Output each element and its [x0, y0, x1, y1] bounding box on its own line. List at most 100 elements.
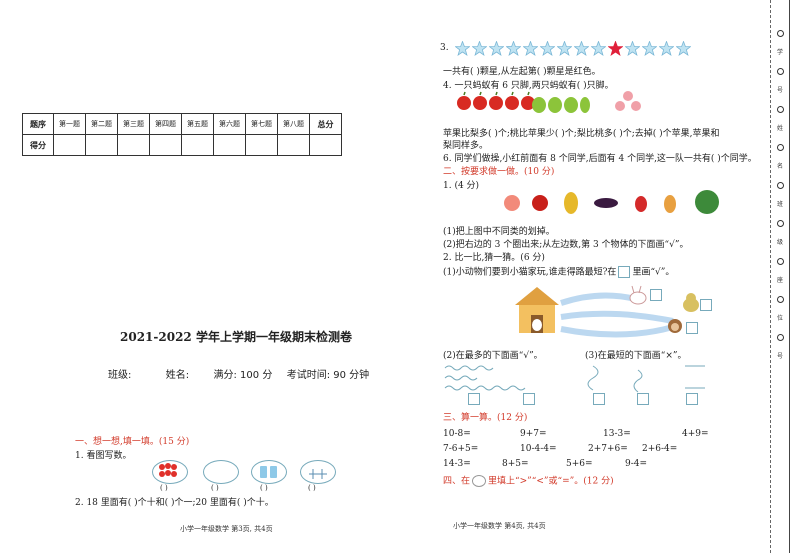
- binding-hole-icon: [776, 30, 784, 37]
- answer-box[interactable]: [637, 393, 649, 405]
- section1-heading: 一、想一想,填一填。(15 分): [75, 436, 189, 448]
- star-icon: [591, 41, 606, 56]
- score-cell-header: 第三题: [117, 113, 150, 135]
- binding-label: 号: [776, 87, 783, 94]
- exam-title: 2021-2022 学年上学期一年级期末检测卷: [120, 330, 352, 344]
- oval-empty: [203, 460, 239, 484]
- answer-box[interactable]: [618, 266, 631, 278]
- calc-2-3: 2+7+6=: [588, 444, 628, 454]
- binding-label: 座: [776, 277, 783, 284]
- score-cell[interactable]: [277, 134, 310, 156]
- s2-q2-c: (3)在最短的下面画“×”。: [585, 351, 687, 361]
- oval-apples: [152, 460, 188, 484]
- score-cell[interactable]: [149, 134, 182, 156]
- footer-left: 小学一年级数学 第3页, 共4页: [180, 525, 273, 533]
- star-icon: [455, 41, 470, 56]
- section3-heading-text: 三、算一算。: [443, 413, 498, 423]
- star-icon: [506, 41, 521, 56]
- section1-heading-text: 一、想一想,填一填。: [75, 437, 159, 447]
- q3-text: 一共有( )颗星,从左起第( )颗星是红色。: [443, 67, 601, 77]
- blank-3[interactable]: ( ): [260, 484, 268, 492]
- name-label: 姓名:: [165, 370, 190, 381]
- star-icon: [659, 41, 674, 56]
- score-row-label: 得分: [22, 134, 54, 156]
- score-cell-header: 第七题: [245, 113, 278, 135]
- s2-q1: 1. (4 分): [443, 181, 480, 191]
- score-cell-header: 第六题: [213, 113, 246, 135]
- q3-label: 3.: [440, 43, 449, 53]
- star-icon: [574, 41, 589, 56]
- section3-points: (12 分): [497, 413, 528, 423]
- calc-3-2: 8+5=: [502, 459, 529, 469]
- q4-text: 4. 一只蚂蚁有 6 只脚,两只蚂蚁有( )只脚。: [443, 81, 614, 91]
- compare-drawings: [443, 362, 713, 410]
- score-cell[interactable]: [53, 134, 86, 156]
- calc-1-1: 10-8=: [443, 429, 471, 439]
- score-table: 题序 第一题 第二题 第三题 第四题 第五题 第六题 第七题 第八题 总分 得分: [22, 113, 342, 156]
- binding-hole-icon: [776, 220, 784, 227]
- score-table-header-row: 题序 第一题 第二题 第三题 第四题 第五题 第六题 第七题 第八题 总分: [22, 113, 342, 135]
- score-cell[interactable]: [85, 134, 118, 156]
- binding-label: 级: [776, 239, 783, 246]
- score-cell-header: 题序: [22, 113, 54, 135]
- blank-4[interactable]: ( ): [308, 484, 316, 492]
- oval-sticks: [300, 460, 336, 484]
- score-cell[interactable]: [309, 134, 342, 156]
- score-cell[interactable]: [181, 134, 214, 156]
- calc-2-2: 10-4-4=: [520, 444, 557, 454]
- section2-heading: 二、按要求做一做。(10 分): [443, 166, 554, 178]
- score-cell[interactable]: [213, 134, 246, 156]
- footer-right: 小学一年级数学 第4页, 共4页: [453, 522, 546, 530]
- blank-1[interactable]: ( ): [160, 484, 168, 492]
- compare-circle-icon: [472, 475, 487, 487]
- answer-box[interactable]: [593, 393, 605, 405]
- section1-q1: 1. 看图写数。: [75, 451, 132, 461]
- calc-1-3: 13-3=: [603, 429, 631, 439]
- answer-box[interactable]: [650, 289, 662, 301]
- cat-house-icon: [513, 283, 713, 343]
- binding-label: 名: [776, 163, 783, 170]
- star-icon: [625, 41, 640, 56]
- answer-box[interactable]: [468, 393, 480, 405]
- s2-q2: 2. 比一比,猜一猜。(6 分): [443, 253, 545, 263]
- answer-box[interactable]: [686, 393, 698, 405]
- binding-label: 号: [776, 353, 783, 360]
- oval-cups: [251, 460, 287, 484]
- score-cell-header: 第一题: [53, 113, 86, 135]
- score-cell-header: 第四题: [149, 113, 182, 135]
- apples-icon: [456, 90, 536, 118]
- answer-box[interactable]: [686, 322, 698, 334]
- section4-points: (12 分): [583, 476, 614, 487]
- calc-3-3: 5+6=: [566, 459, 593, 469]
- score-cell[interactable]: [245, 134, 278, 156]
- answer-box[interactable]: [700, 299, 712, 311]
- score-cell-header: 总分: [309, 113, 342, 135]
- section3-heading: 三、算一算。(12 分): [443, 412, 527, 424]
- star-icon: [676, 41, 691, 56]
- q6-text: 6. 同学们做操,小红前面有 8 个同学,后面有 4 个同学,这一队一共有( )…: [443, 154, 757, 164]
- stars-row: [455, 38, 693, 56]
- pears-icon: [530, 90, 590, 118]
- rabbit-icon: [627, 285, 649, 309]
- section1-q2: 2. 18 里面有( )个十和( )个一;20 里面有( )个十。: [75, 498, 274, 508]
- s2-q1-b: (2)把右边的 3 个圈出来;从左边数,第 3 个物体的下面画“√”。: [443, 240, 689, 250]
- star-icon: [472, 41, 487, 56]
- binding-label: 学: [776, 49, 783, 56]
- q5-line1: 苹果比梨多( )个;桃比苹果少( )个;梨比桃多( )个;去掉( )个苹果,苹果…: [443, 129, 720, 139]
- score-cell-header: 第八题: [277, 113, 310, 135]
- answer-box[interactable]: [523, 393, 535, 405]
- blank-2[interactable]: ( ): [211, 484, 219, 492]
- star-icon: [540, 41, 555, 56]
- binding-hole-icon: [776, 296, 784, 303]
- score-table-wrap: 题序 第一题 第二题 第三题 第四题 第五题 第六题 第七题 第八题 总分 得分: [22, 113, 342, 156]
- section1-points: (15 分): [158, 437, 190, 447]
- score-cell[interactable]: [117, 134, 150, 156]
- section2-heading-text: 二、按要求做一做。: [443, 167, 525, 177]
- s2-q2-a-text: (1)小动物们要到小猫家玩,谁走得路最短?在: [443, 267, 617, 278]
- calc-1-2: 9+7=: [520, 429, 547, 439]
- dog-icon: [680, 292, 702, 318]
- fruit-row-icon: [500, 188, 730, 220]
- exam-info: 班级: 姓名: 满分: 100 分 考试时间: 90 分钟: [108, 366, 369, 381]
- calc-3-1: 14-3=: [443, 459, 471, 469]
- binding-label: 位: [776, 315, 783, 322]
